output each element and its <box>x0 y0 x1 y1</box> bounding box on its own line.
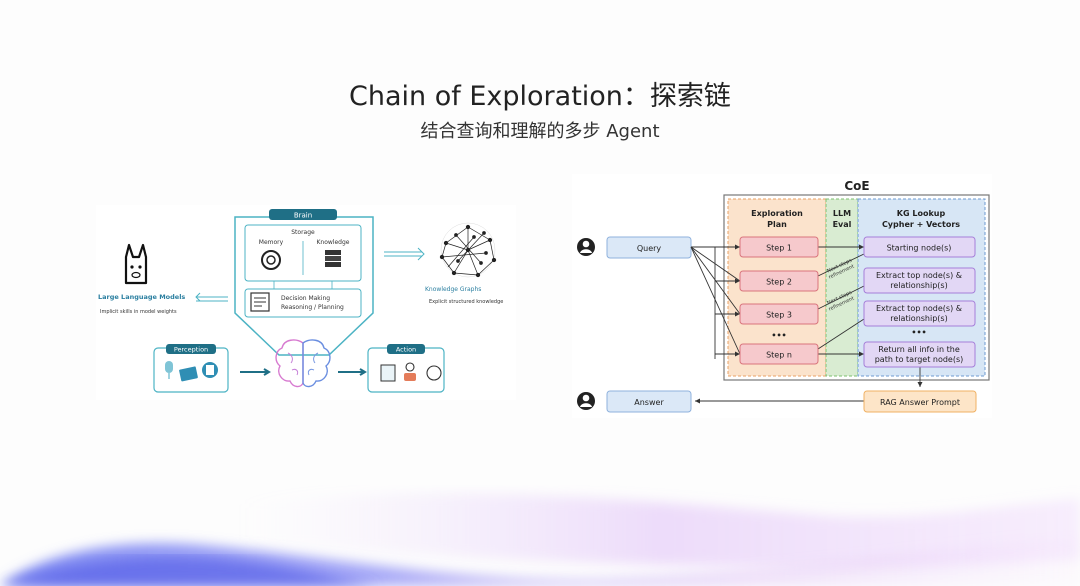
arrow-perception-brain <box>240 368 271 376</box>
microphone-icon <box>165 361 173 379</box>
user-icon <box>577 392 595 410</box>
svg-text:Return all info in the: Return all info in the <box>878 345 960 354</box>
arrowheads <box>695 244 923 404</box>
llama-icon <box>124 243 148 285</box>
plan-header-line2: Plan <box>767 220 787 229</box>
kg-caption: Explicit structured knowledge <box>429 299 503 305</box>
step-box: Step 3 <box>739 303 819 325</box>
knowledge-label: Knowledge <box>317 239 350 246</box>
llm-caption: Implicit skills in model weights <box>100 309 177 315</box>
kg-box: Starting node(s) <box>863 236 976 258</box>
action-label: Action <box>396 346 416 354</box>
robot-icon <box>404 362 416 381</box>
kg-header-line1: KG Lookup <box>897 209 946 218</box>
svg-text:Starting node(s): Starting node(s) <box>887 244 952 253</box>
step-box: Step 2 <box>739 270 819 292</box>
kg-header-line2: Cypher + Vectors <box>882 220 960 229</box>
decision-line1: Decision Making <box>281 295 330 302</box>
brain-icon <box>275 339 331 388</box>
brain-label: Brain <box>294 212 312 220</box>
storage-box <box>244 224 362 282</box>
step-label: Step 2 <box>766 278 792 287</box>
planning-icon <box>250 292 270 312</box>
memory-label: Memory <box>259 239 284 246</box>
kg-box: Extract top node(s) & relationship(s) <box>863 300 976 327</box>
storage-label: Storage <box>291 229 315 236</box>
step-label: Step 1 <box>766 244 792 253</box>
eval-header-line1: LLM <box>833 209 851 218</box>
memory-icon <box>261 250 281 270</box>
step-box: Step n <box>739 343 819 365</box>
svg-text:path to target node(s): path to target node(s) <box>875 355 964 364</box>
kg-box: Extract top node(s) & relationship(s) <box>863 267 976 294</box>
agent-architecture-diagram: Brain Storage Memory Knowledge Decision … <box>96 205 516 400</box>
rag-label: RAG Answer Prompt <box>880 398 960 407</box>
step-box: Step 1 <box>739 236 819 258</box>
eval-header-line2: Eval <box>833 220 852 229</box>
database-icon <box>325 250 341 267</box>
decision-box <box>244 288 362 318</box>
coe-title: CoE <box>844 179 869 193</box>
query-label: Query <box>637 244 662 253</box>
answer-label: Answer <box>634 398 664 407</box>
step-ellipsis: ••• <box>771 331 786 340</box>
coe-diagram: CoE Exploration Plan LLM Eval KG Lookup … <box>572 174 992 418</box>
answer-box <box>606 390 692 413</box>
slide-subtitle: 结合查询和理解的多步 Agent <box>420 121 660 142</box>
knowledge-graph-icon <box>439 222 497 278</box>
user-icon <box>577 238 595 256</box>
step-label: Step n <box>766 351 792 360</box>
plan-header-line1: Exploration <box>751 209 803 218</box>
svg-text:Extract top node(s) &: Extract top node(s) & <box>876 304 962 313</box>
llm-eval-column <box>825 198 859 377</box>
kg-box: Return all info in the path to target no… <box>863 341 976 368</box>
kg-ellipsis: ••• <box>911 328 926 337</box>
svg-text:relationship(s): relationship(s) <box>890 281 947 290</box>
human-head-icon <box>426 365 442 381</box>
rag-box <box>863 390 977 413</box>
svg-text:Extract top node(s) &: Extract top node(s) & <box>876 271 962 280</box>
arrow-to-llm <box>195 292 228 302</box>
svg-text:relationship(s): relationship(s) <box>890 314 947 323</box>
llm-title: Large Language Models <box>98 293 185 301</box>
kg-title: Knowledge Graphs <box>425 286 481 293</box>
brain-tag <box>269 209 337 220</box>
image-icon <box>179 366 198 382</box>
decision-line2: Reasoning / Planning <box>281 304 344 311</box>
report-icon <box>380 364 396 382</box>
perception-label: Perception <box>174 346 208 354</box>
slide-title: Chain of Exploration：探索链 <box>349 81 731 112</box>
document-icon <box>202 362 218 378</box>
arrow-to-kg <box>384 247 425 261</box>
step-label: Step 3 <box>766 311 792 320</box>
arrow-brain-action <box>338 368 367 376</box>
coe-frame <box>723 194 990 381</box>
